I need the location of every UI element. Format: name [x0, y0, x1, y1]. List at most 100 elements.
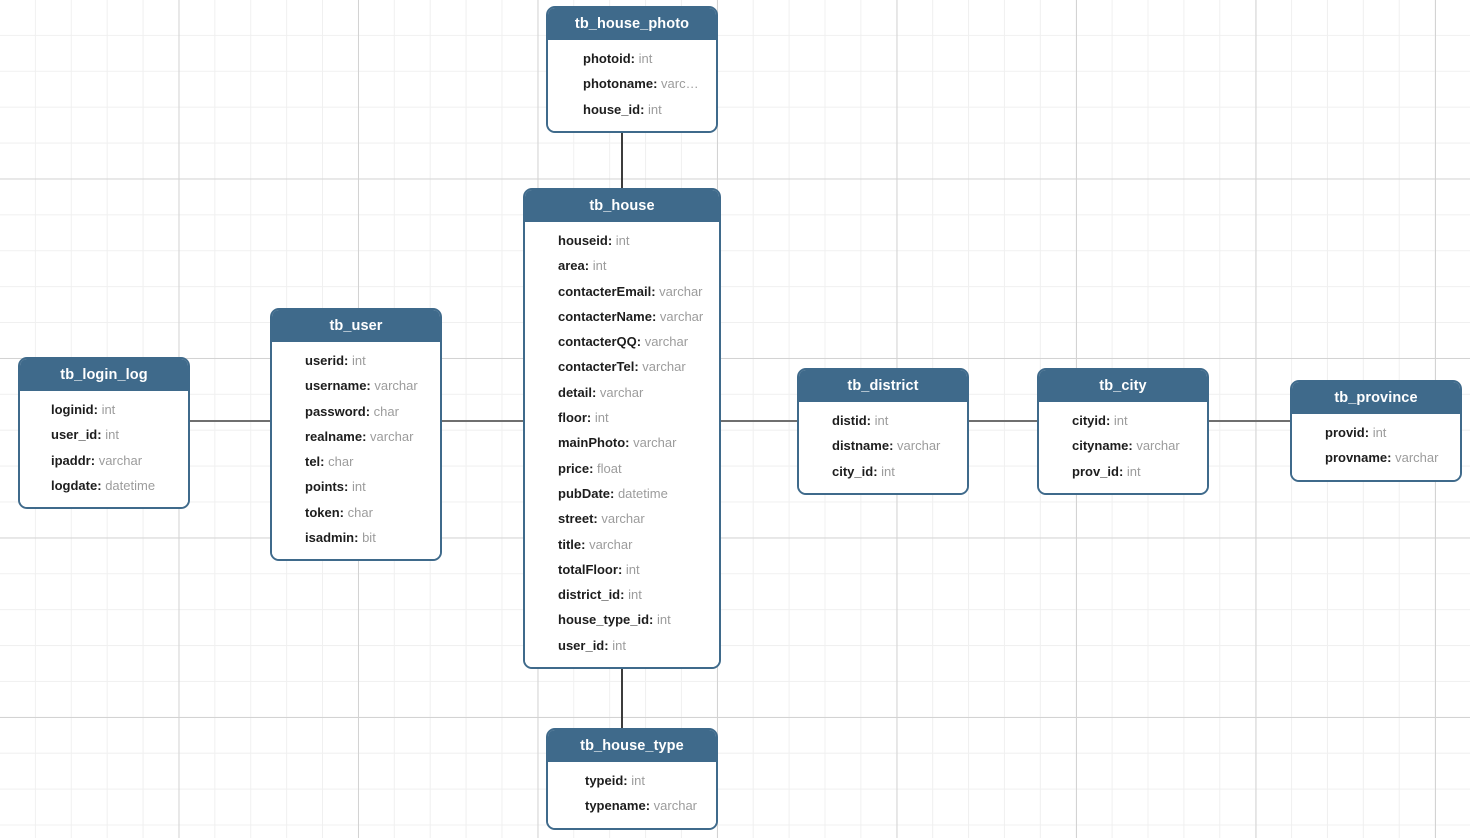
- field-name: houseid: [558, 233, 608, 248]
- field-name: house_id: [583, 101, 641, 117]
- field-name: house_type_id: [558, 612, 650, 628]
- field-name: provname: [1325, 450, 1388, 466]
- entity-title-tb_house_type: tb_house_type: [548, 730, 716, 762]
- field-type: char: [347, 504, 373, 520]
- field-row[interactable]: house_type_id: int: [525, 607, 719, 632]
- field-row[interactable]: realname: varchar: [272, 424, 440, 449]
- field-row[interactable]: user_id: int: [525, 633, 719, 658]
- field-row[interactable]: contacterEmail: varchar: [525, 279, 719, 304]
- field-row[interactable]: price: float: [525, 456, 719, 481]
- field-name: contacterName: [558, 308, 652, 324]
- field-row[interactable]: ipaddr: varchar: [20, 448, 188, 473]
- field-name: distname: [832, 438, 890, 454]
- field-row[interactable]: area: int: [525, 253, 719, 278]
- field-name: ipaddr: [51, 452, 91, 468]
- field-separator: :: [651, 308, 660, 324]
- field-name: typename: [585, 798, 646, 814]
- field-row[interactable]: password: char: [272, 399, 440, 424]
- field-type: int: [351, 479, 366, 495]
- field-separator: :: [1387, 450, 1396, 466]
- field-separator: :: [339, 504, 348, 520]
- field-name: contacterQQ: [558, 334, 637, 350]
- field-separator: :: [1105, 413, 1114, 428]
- entity-title-tb_house: tb_house: [525, 190, 719, 222]
- field-name: price: [558, 460, 590, 476]
- field-name: distid: [832, 413, 867, 428]
- field-type: datetime: [617, 485, 668, 501]
- field-row[interactable]: house_id: int: [548, 97, 716, 122]
- field-name: district_id: [558, 587, 621, 603]
- field-row[interactable]: username: varchar: [272, 373, 440, 398]
- connector-tb_user-to-tb_house: [441, 420, 524, 422]
- field-row[interactable]: houseid: int: [525, 228, 719, 253]
- field-separator: :: [586, 410, 595, 426]
- field-row[interactable]: mainPhoto: varchar: [525, 430, 719, 455]
- field-row[interactable]: cityid: int: [1039, 408, 1207, 433]
- field-type: int: [105, 427, 119, 443]
- field-row[interactable]: detail: varchar: [525, 380, 719, 405]
- field-separator: :: [320, 454, 329, 470]
- field-row[interactable]: totalFloor: int: [525, 557, 719, 582]
- connector-tb_house-to-tb_house_type: [621, 665, 623, 729]
- field-row[interactable]: typeid: int: [548, 768, 716, 793]
- field-row[interactable]: district_id: int: [525, 582, 719, 607]
- field-separator: :: [889, 438, 898, 454]
- field-row[interactable]: isadmin: bit: [272, 525, 440, 550]
- field-row[interactable]: user_id: int: [20, 422, 188, 447]
- field-name: photoname: [583, 76, 654, 92]
- field-row[interactable]: distid: int: [799, 408, 967, 433]
- field-separator: :: [93, 402, 102, 417]
- field-row[interactable]: floor: int: [525, 405, 719, 430]
- field-row[interactable]: provid: int: [1292, 420, 1460, 445]
- field-row[interactable]: tel: char: [272, 449, 440, 474]
- field-row[interactable]: cityname: varchar: [1039, 433, 1207, 458]
- field-row[interactable]: city_id: int: [799, 459, 967, 484]
- field-row[interactable]: loginid: int: [20, 397, 188, 422]
- field-row[interactable]: typename: varchar: [548, 793, 716, 818]
- field-row[interactable]: street: varchar: [525, 506, 719, 531]
- field-row[interactable]: points: int: [272, 474, 440, 499]
- field-type: varchar: [1395, 450, 1439, 466]
- field-row[interactable]: title: varchar: [525, 532, 719, 557]
- field-name: token: [305, 504, 340, 520]
- entity-title-tb_login_log: tb_login_log: [20, 359, 188, 391]
- field-name: mainPhoto: [558, 435, 626, 451]
- field-row[interactable]: photoname: varc…: [548, 71, 716, 96]
- field-type: char: [328, 454, 354, 470]
- field-row[interactable]: userid: int: [272, 348, 440, 373]
- field-row[interactable]: prov_id: int: [1039, 459, 1207, 484]
- field-row[interactable]: logdate: datetime: [20, 473, 188, 498]
- field-type: int: [1113, 413, 1128, 428]
- field-type: varc…: [661, 76, 699, 92]
- field-separator: :: [634, 359, 643, 375]
- field-name: contacterEmail: [558, 283, 652, 299]
- field-type: char: [373, 403, 399, 419]
- field-name: user_id: [51, 427, 98, 443]
- field-row[interactable]: contacterName: varchar: [525, 304, 719, 329]
- field-type: int: [648, 101, 662, 117]
- field-separator: :: [645, 798, 654, 814]
- field-row[interactable]: photoid: int: [548, 46, 716, 71]
- field-row[interactable]: token: char: [272, 500, 440, 525]
- field-row[interactable]: pubDate: datetime: [525, 481, 719, 506]
- field-type: varchar: [659, 308, 704, 324]
- field-type: int: [592, 258, 607, 274]
- field-name: contacterTel: [558, 359, 635, 375]
- field-row[interactable]: contacterTel: varchar: [525, 354, 719, 379]
- field-type: datetime: [105, 477, 156, 493]
- field-row[interactable]: distname: varchar: [799, 433, 967, 458]
- field-row[interactable]: provname: varchar: [1292, 445, 1460, 470]
- field-row[interactable]: contacterQQ: varchar: [525, 329, 719, 354]
